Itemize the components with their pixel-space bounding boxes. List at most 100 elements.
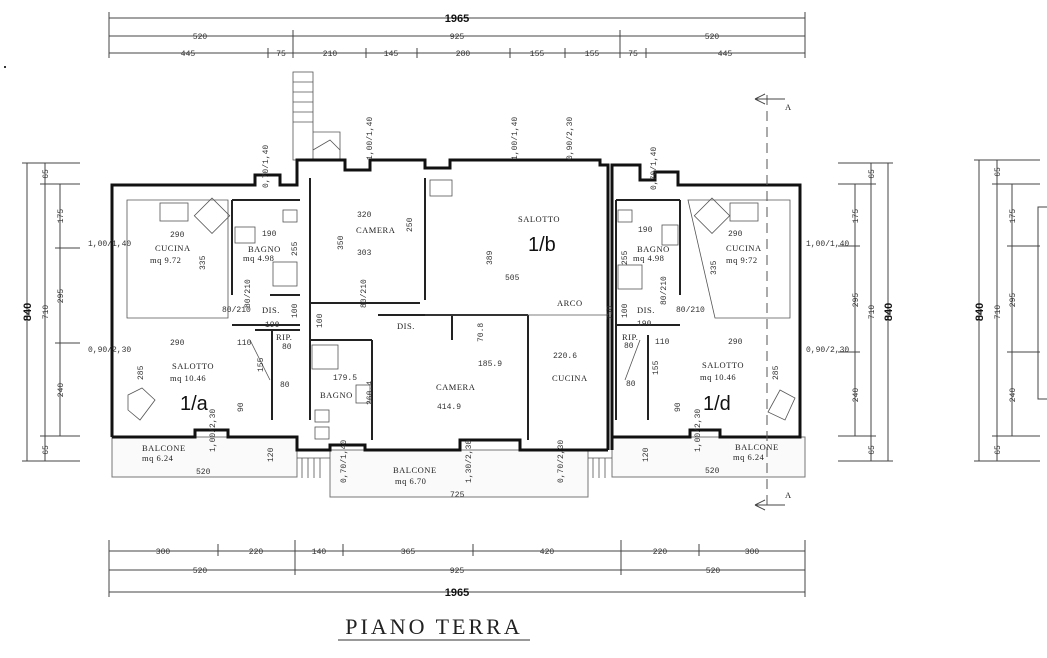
stove-icon xyxy=(693,197,731,234)
room-label: DIS. xyxy=(397,321,415,331)
room-label: SALOTTO xyxy=(702,360,744,370)
dim-side-mid: 65 xyxy=(994,167,1003,177)
window-size: 1,00/2,30 xyxy=(209,409,218,452)
dim: 350 xyxy=(337,235,346,250)
dim: 250 xyxy=(406,217,415,232)
dim: 190 xyxy=(262,230,277,239)
dim-side-detail: 175 xyxy=(1009,209,1018,224)
dim: 505 xyxy=(505,274,520,283)
washbasin-icon xyxy=(355,384,371,404)
dim: 80 xyxy=(626,380,636,389)
door-size: 80/210 xyxy=(244,279,253,308)
room-label: RIP. xyxy=(622,332,638,342)
sink-icon xyxy=(729,202,759,222)
dim: 520 xyxy=(196,468,211,477)
dim: 290 xyxy=(728,338,743,347)
fireplace-icon xyxy=(767,389,796,421)
dim: 80 xyxy=(280,381,290,390)
window-size: 0,90/2,30 xyxy=(806,346,849,355)
dim-top-detail: 155 xyxy=(585,50,600,59)
unit-label: 1/a xyxy=(180,393,209,415)
dim-side-total: 840 xyxy=(883,303,895,321)
room-label: SALOTTO xyxy=(172,361,214,371)
dim-side-total: 840 xyxy=(22,303,34,321)
washbasin-icon xyxy=(234,226,256,244)
dim: 90 xyxy=(237,402,246,412)
dim-top-detail: 145 xyxy=(384,50,399,59)
dim: 303 xyxy=(357,249,372,258)
dim-top-detail: 445 xyxy=(718,50,733,59)
dim-bottom-detail: 220 xyxy=(249,548,264,557)
bottom-dimensions: 300 220 140 365 420 220 300 520 925 520 … xyxy=(108,540,806,599)
shower-icon xyxy=(311,344,339,370)
room-label: BALCONE xyxy=(142,443,186,453)
window-size: 1,00/1,40 xyxy=(511,117,520,160)
door-size: 80/210 xyxy=(676,306,705,315)
door-size: 80/210 xyxy=(222,306,251,315)
stove-icon xyxy=(193,197,231,234)
dim-bottom-mid: 925 xyxy=(450,567,465,576)
shower-icon xyxy=(617,264,643,290)
fireplace-icon xyxy=(429,179,453,197)
dim-side-mid: 710 xyxy=(994,305,1003,320)
room-label: ARCO xyxy=(557,298,583,308)
dim: 185.9 xyxy=(478,360,502,369)
dim: 190 xyxy=(637,320,652,329)
room-label: CAMERA xyxy=(356,225,396,235)
washbasin-icon xyxy=(661,224,679,246)
sink-icon xyxy=(159,202,189,222)
room-label: SALOTTO xyxy=(518,214,560,224)
dim: 414.9 xyxy=(437,403,461,412)
dim-side-mid: 65 xyxy=(42,445,51,455)
dim-side-detail: 295 xyxy=(852,293,861,308)
dim-top-mid: 520 xyxy=(705,33,720,42)
window-size: 0,90/2,30 xyxy=(88,346,131,355)
balcony-1a xyxy=(111,436,298,478)
dim: 520 xyxy=(705,467,720,476)
dim: 290 xyxy=(170,339,185,348)
toilet-icon xyxy=(282,209,298,223)
dim-side-mid: 65 xyxy=(868,445,877,455)
room-area: mq 10.46 xyxy=(170,373,206,383)
room-label: CAMERA xyxy=(436,382,476,392)
outer-walls xyxy=(110,158,802,452)
dim: 80 xyxy=(282,343,292,352)
dim: 110 xyxy=(237,339,252,348)
door-size: 80/210 xyxy=(660,276,669,305)
dim-side-total: 840 xyxy=(974,303,986,321)
dim: 260.4 xyxy=(366,381,375,405)
unit-label: 1/b xyxy=(528,234,556,256)
dim-top-detail: 280 xyxy=(456,50,471,59)
room-label: CUCINA xyxy=(552,373,588,383)
door-size: 80/210 xyxy=(360,279,369,308)
dim-top-detail: 445 xyxy=(181,50,196,59)
room-label: BAGNO xyxy=(637,244,670,254)
dim: 190 xyxy=(265,321,280,330)
room-label: RIP. xyxy=(276,332,292,342)
dim: 335 xyxy=(199,255,208,270)
dim-side-detail: 240 xyxy=(57,383,66,398)
dim: 725 xyxy=(450,491,465,500)
room-label: DIS. xyxy=(262,305,280,315)
dim: 335 xyxy=(710,260,719,275)
unit-1a: CUCINA mq 9.72 BAGNO mq 4.98 DIS. RIP. S… xyxy=(88,145,300,477)
window-size: 0,70/1,40 xyxy=(340,440,349,483)
room-area: mq 6.70 xyxy=(395,476,426,486)
shower-icon xyxy=(272,261,298,287)
dim: 179.5 xyxy=(333,374,357,383)
dim: 90 xyxy=(674,402,683,412)
dim: 290 xyxy=(728,230,743,239)
dim-side-mid: 710 xyxy=(868,305,877,320)
window-size: 1,00/1,40 xyxy=(88,240,131,249)
dim: 100 xyxy=(316,313,325,328)
dim: 290 xyxy=(170,231,185,240)
unit-1b: CAMERA DIS. BAGNO CAMERA SALOTTO 1/b ARC… xyxy=(316,117,615,500)
room-area: mq 4.98 xyxy=(243,253,274,263)
interior-walls xyxy=(126,178,791,440)
room-label: CUCINA xyxy=(726,243,762,253)
dim: 80 xyxy=(624,342,634,351)
room-area: mq 9.72 xyxy=(150,255,181,265)
dim-side-detail: 175 xyxy=(852,209,861,224)
room-area: mq 9:72 xyxy=(726,255,758,265)
